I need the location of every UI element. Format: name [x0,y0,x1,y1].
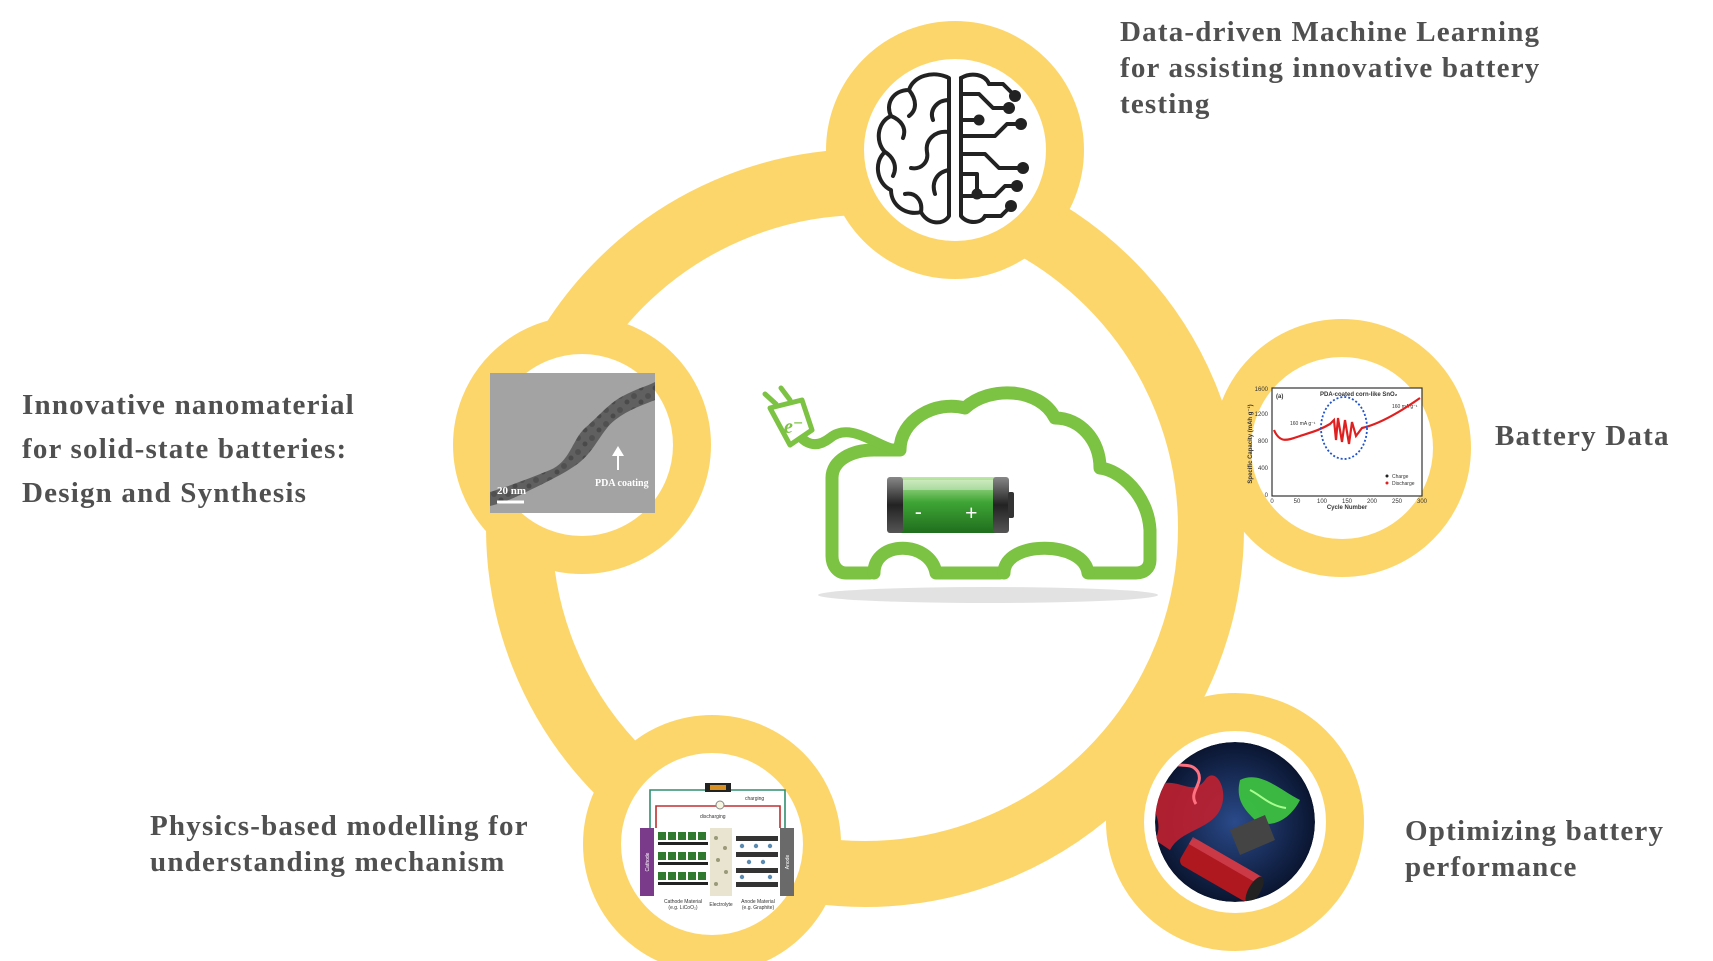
electrolyte [710,828,732,896]
plot-legend-discharge: Discharge [1392,481,1415,487]
cathode-plate [640,828,654,896]
label-line: for assisting innovative battery [1120,52,1541,84]
label-line: performance [1405,851,1578,883]
plot-tick-y: 0 [1265,493,1269,499]
plug-icon [767,397,815,448]
plot-tick-x: 0 [1270,499,1274,505]
discharging-label: discharging [700,814,726,820]
plot-title: PDA-coated corn-like SnO₂ [1320,392,1398,398]
label-line: Innovative nanomaterial [22,389,355,421]
scale-bar-label: 20 nm [497,485,526,497]
label-line: understanding mechanism [150,846,506,878]
label-line: testing [1120,88,1211,120]
battery-schematic: charging discharging Cathode Anode Catho… [640,783,794,911]
battery-cap-left [887,477,903,533]
label-optimizing: Optimizing battery performance [1405,813,1664,885]
car-wheel-back [867,541,943,580]
bulb-icon [715,800,725,810]
svg-text:(e.g. Graphite): (e.g. Graphite) [742,905,775,911]
svg-text:Cathode Material: Cathode Material [664,899,702,905]
battery-data-plot: 0 400 800 1200 1600 0 50 100 150 200 250… [1247,387,1428,511]
svg-text:(e.g. LiCoO₂): (e.g. LiCoO₂) [668,905,698,911]
battery-cap-right [993,477,1009,533]
car-wheel-front [997,541,1095,580]
svg-text:Electrolyte: Electrolyte [709,902,733,908]
plot-tick-x: 100 [1317,499,1328,505]
label-line: Design and Synthesis [22,477,308,509]
label-nanomaterial: Innovative nanomaterial for solid-state … [22,383,355,515]
svg-text:Anode Material: Anode Material [741,899,775,905]
plot-tick-x: 50 [1294,499,1301,505]
label-physics: Physics-based modelling for understandin… [150,808,529,880]
label-line: Physics-based modelling for [150,810,529,842]
brain-circuit-icon [875,72,1029,225]
plot-tick-y: 800 [1258,439,1269,445]
electric-car-icon: e⁻ - + [762,385,1158,603]
plot-tick-y: 1200 [1255,412,1269,418]
label-line: Data-driven Machine Learning [1120,16,1541,48]
battery-plus: + [965,500,978,525]
plot-legend-charge: Charge [1392,474,1409,480]
plot-panel: (a) [1276,394,1283,400]
tem-image: PDA coating 20 nm [490,373,655,513]
plot-tick-x: 300 [1417,499,1428,505]
plug-label: e⁻ [784,416,803,438]
highlight-ellipse [1320,396,1368,460]
capacity-curve [1272,397,1421,445]
battery-body [893,477,1003,533]
label-ml: Data-driven Machine Learning for assisti… [1120,14,1541,122]
cylinder-battery [1180,839,1260,901]
anode-plate [780,828,794,896]
label-battery-data: Battery Data [1495,418,1670,454]
label-line: Battery Data [1495,420,1670,452]
node-ml [826,21,1084,279]
svg-text:Cathode: Cathode [645,852,651,871]
plot-tick-x: 200 [1367,499,1378,505]
battery-terminal [1008,492,1014,518]
svg-text:Anode: Anode [785,855,791,870]
charging-label: charging [745,796,764,802]
battery-minus: - [915,501,922,523]
plot-rate-left: 160 mA g⁻¹ [1290,421,1316,427]
plot-tick-y: 400 [1258,466,1269,472]
plot-xlabel: Cycle Number [1327,505,1368,511]
plot-ylabel: Specific Capacity (mAh g⁻¹) [1247,404,1254,483]
car-outline [825,386,1157,580]
plot-tick-x: 250 [1392,499,1403,505]
label-line: for solid-state batteries: [22,433,348,465]
plot-tick-y: 1600 [1255,387,1269,393]
label-line: Optimizing battery [1405,815,1665,847]
plot-tick-x: 150 [1342,499,1353,505]
legend-marker [1385,481,1389,485]
annotation-label: PDA coating [595,478,649,489]
legend-marker [1385,474,1389,478]
